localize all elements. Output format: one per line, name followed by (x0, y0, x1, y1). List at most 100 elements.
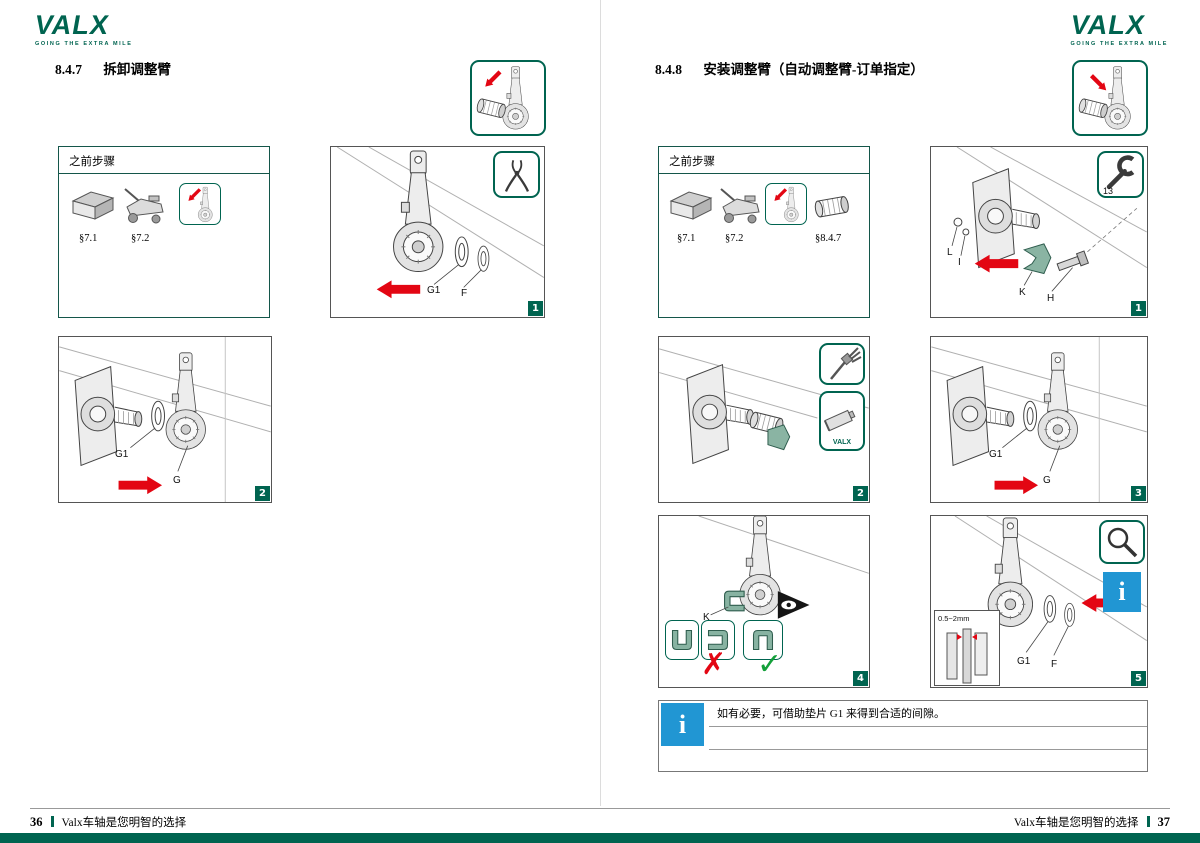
brush-tool-box (819, 343, 865, 385)
wrench-icon (1106, 155, 1135, 190)
part-label-f: F (461, 288, 468, 299)
brake-assembly-illustration (59, 337, 271, 502)
brake-assembly-illustration (951, 147, 1147, 292)
part-label-i: I (958, 257, 961, 268)
valx-tagline: GOING THE EXTRA MILE (1070, 41, 1168, 47)
footer-separator (1146, 816, 1150, 827)
clearance-detail-box: 0.5~2mm (934, 610, 1000, 686)
panel-remove-washers: G1 F 1 (330, 146, 545, 318)
adjuster-arm-removal-icon (772, 187, 799, 222)
valx-logo-left: VALX GOING THE EXTRA MILE (32, 10, 133, 47)
right-overview-illustration-box (1072, 60, 1148, 136)
part-label-g: G (1043, 475, 1051, 486)
divider (59, 173, 269, 174)
adjuster-arm-step-icon-box (179, 183, 221, 225)
splined-pin-icon (813, 195, 850, 218)
valx-logo-text: VALX (1067, 10, 1148, 40)
clip-correct-orientation-box (743, 620, 783, 660)
step-badge: 5 (1131, 671, 1146, 686)
jack-icon (124, 188, 164, 224)
adjuster-arm-step-icon-box (765, 183, 807, 225)
left-footer: 36 Valx车轴是您明智的选择 (30, 813, 186, 831)
info-icon: i (1103, 572, 1141, 612)
brush-icon (830, 347, 862, 380)
page-number: 37 (1157, 815, 1171, 829)
section-number: 8.4.7 (55, 62, 82, 77)
wrench-size-label: 13 (1103, 186, 1114, 196)
panel-grease-splines: VALX 2 (658, 336, 870, 503)
left-overview-illustration-box (470, 60, 546, 136)
wrench-tool-box: 13 (1097, 151, 1144, 198)
clip-icon (671, 629, 693, 651)
panel-clip-orientation: K ✗ ✓ 4 (658, 515, 870, 688)
footer-separator (50, 816, 54, 827)
grease-tube-brand-label: VALX (832, 439, 852, 446)
info-note: i 如有必要，可借助垫片 G1 来得到合适的间隙。 (658, 700, 1148, 772)
part-label-k: K (1019, 287, 1026, 298)
step-ref: §7.2 (131, 233, 150, 244)
grease-tube-icon (823, 409, 856, 432)
step-ref: §7.1 (79, 233, 98, 244)
step-badge: 4 (853, 671, 868, 686)
part-label-l: L (947, 247, 953, 258)
clearance-cross-section (946, 628, 988, 684)
part-label-g: G (173, 475, 181, 486)
part-label-k: K (703, 612, 710, 623)
page-gutter-divider (600, 0, 601, 806)
valx-logo-right: VALX GOING THE EXTRA MILE (1067, 10, 1169, 47)
clearance-dimension: 0.5~2mm (938, 614, 970, 623)
step-badge: 2 (255, 486, 270, 501)
step-ref: §7.2 (725, 233, 744, 244)
note-row (709, 727, 1147, 750)
step-badge: 2 (853, 486, 868, 501)
right-prev-steps-box: 之前步骤 §7.1 §7.2 §8.4.7 (658, 146, 870, 318)
valx-tagline: GOING THE EXTRA MILE (35, 41, 133, 47)
step-ref: §7.1 (677, 233, 696, 244)
incorrect-mark: ✗ (701, 648, 727, 681)
adjuster-arm-removal-icon (186, 187, 213, 222)
note-row (709, 750, 1147, 773)
part-label-g1: G1 (115, 449, 129, 460)
pliers-tool-box (493, 151, 540, 198)
panel-remove-arm: G1 G 2 (58, 336, 272, 503)
panel-install-arm: G1 G 3 (930, 336, 1148, 503)
section-title: 安装调整臂（自动调整臂-订单指定） (703, 62, 924, 77)
clip-wrong-orientation-box (665, 620, 699, 660)
brake-assembly-illustration (336, 147, 544, 299)
jack-icon (720, 188, 760, 224)
brake-assembly-illustration (931, 337, 1147, 502)
left-section-heading: 8.4.7 拆卸调整臂 (55, 58, 171, 78)
page-number: 36 (30, 815, 43, 829)
panel-install-fork: 13 L I K H 1 (930, 146, 1148, 318)
panel-check-clearance: 0.5~2mm i G1 F 5 (930, 515, 1148, 688)
part-label-g1: G1 (427, 285, 441, 296)
step-badge: 1 (528, 301, 543, 316)
bottom-green-bar (0, 833, 1200, 843)
left-prev-steps-box: 之前步骤 §7.1 §7.2 (58, 146, 270, 318)
step-badge: 3 (1131, 486, 1146, 501)
section-number: 8.4.8 (655, 62, 682, 77)
footer-slogan: Valx车轴是您明智的选择 (1013, 817, 1139, 829)
adjuster-arm-removal-icon (475, 66, 529, 130)
shim-icon (669, 191, 713, 220)
part-label-h: H (1047, 293, 1055, 304)
note-row: 如有必要，可借助垫片 G1 来得到合适的间隙。 (709, 701, 1147, 727)
part-label-g1: G1 (989, 449, 1003, 460)
note-text: 如有必要，可借助垫片 G1 来得到合适的间隙。 (717, 708, 945, 720)
section-title: 拆卸调整臂 (103, 62, 171, 77)
part-label-g1: G1 (1017, 656, 1031, 667)
shim-icon (71, 191, 115, 220)
magnifier-icon (1107, 527, 1138, 558)
info-icon: i (661, 703, 704, 746)
step-badge: 1 (1131, 301, 1146, 316)
footer-slogan: Valx车轴是您明智的选择 (61, 817, 187, 829)
correct-mark: ✓ (757, 648, 783, 681)
right-section-heading: 8.4.8 安装调整臂（自动调整臂-订单指定） (655, 58, 924, 78)
clip-wrong-orientation-box (701, 620, 735, 660)
brake-assembly-illustration (698, 516, 869, 619)
step-ref: §8.4.7 (815, 233, 842, 244)
divider (659, 173, 869, 174)
valx-logo-text: VALX (32, 10, 112, 40)
adjuster-arm-install-icon (1077, 66, 1131, 130)
